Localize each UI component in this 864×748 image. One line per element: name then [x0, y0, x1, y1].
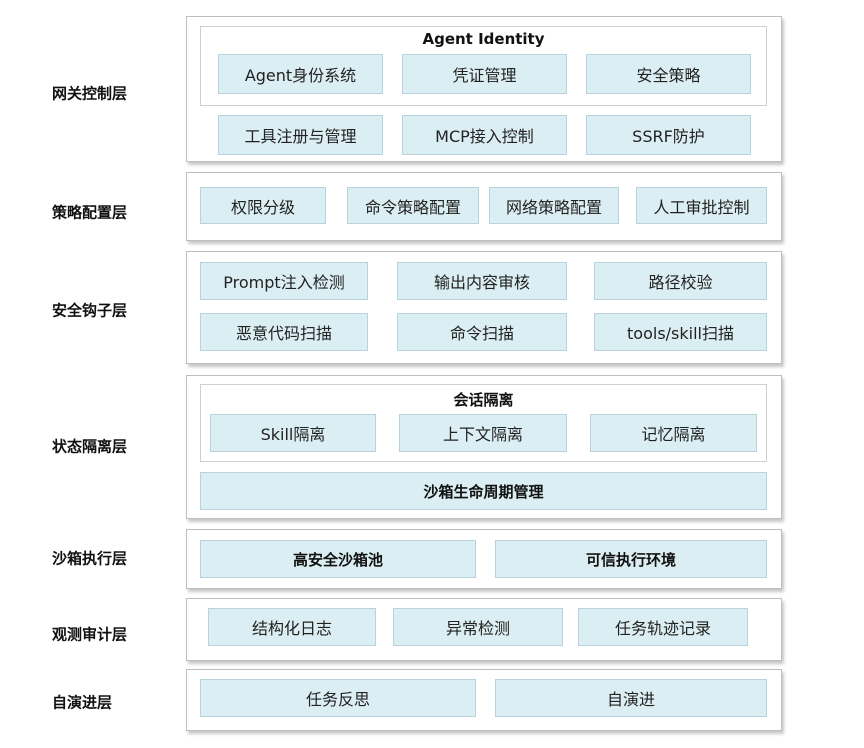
anomaly-detection-box[interactable]: 异常检测 [393, 608, 563, 646]
command-scan-box[interactable]: 命令扫描 [397, 313, 567, 351]
permission-level-box[interactable]: 权限分级 [200, 187, 326, 224]
prompt-injection-detect-box[interactable]: Prompt注入检测 [200, 262, 368, 300]
policy-layer-panel: 权限分级 命令策略配置 网络策略配置 人工审批控制 [186, 172, 782, 241]
layer-label-audit: 观测审计层 [52, 625, 128, 644]
layer-label-policy: 策略配置层 [52, 203, 128, 222]
task-reflection-box[interactable]: 任务反思 [200, 679, 476, 717]
task-trajectory-box[interactable]: 任务轨迹记录 [578, 608, 748, 646]
hook-layer-panel: Prompt注入检测 输出内容审核 路径校验 恶意代码扫描 命令扫描 tools… [186, 251, 782, 364]
session-isolation-title: 会话隔离 [453, 391, 514, 409]
layer-label-isolation: 状态隔离层 [52, 437, 128, 456]
high-security-sandbox-pool-box[interactable]: 高安全沙箱池 [200, 540, 476, 578]
structured-log-box[interactable]: 结构化日志 [208, 608, 376, 646]
layer-label-sandbox: 沙箱执行层 [52, 549, 128, 568]
path-validation-box[interactable]: 路径校验 [594, 262, 767, 300]
context-isolation-box[interactable]: 上下文隔离 [399, 414, 567, 452]
tool-registration-box[interactable]: 工具注册与管理 [218, 115, 383, 155]
mcp-access-control-box[interactable]: MCP接入控制 [402, 115, 567, 155]
tools-skill-scan-box[interactable]: tools/skill扫描 [594, 313, 767, 351]
isolation-layer-panel: 会话隔离 Skill隔离 上下文隔离 记忆隔离 沙箱生命周期管理 [186, 375, 782, 519]
layer-label-gateway: 网关控制层 [52, 84, 128, 103]
agent-identity-group: Agent Identity Agent身份系统 凭证管理 安全策略 [200, 26, 767, 106]
evolve-layer-panel: 任务反思 自演进 [186, 669, 782, 731]
memory-isolation-box[interactable]: 记忆隔离 [590, 414, 757, 452]
skill-isolation-box[interactable]: Skill隔离 [210, 414, 376, 452]
gateway-layer-panel: Agent Identity Agent身份系统 凭证管理 安全策略 工具注册与… [186, 16, 782, 162]
agent-identity-system-box[interactable]: Agent身份系统 [218, 54, 383, 94]
self-evolution-box[interactable]: 自演进 [495, 679, 767, 717]
network-policy-box[interactable]: 网络策略配置 [489, 187, 619, 224]
sandbox-lifecycle-box[interactable]: 沙箱生命周期管理 [200, 472, 767, 510]
security-policy-box[interactable]: 安全策略 [586, 54, 751, 94]
layer-label-hook: 安全钩子层 [52, 301, 128, 320]
agent-identity-title: Agent Identity [422, 30, 545, 48]
trusted-execution-env-box[interactable]: 可信执行环境 [495, 540, 767, 578]
command-policy-box[interactable]: 命令策略配置 [347, 187, 479, 224]
sandbox-layer-panel: 高安全沙箱池 可信执行环境 [186, 529, 782, 589]
malicious-code-scan-box[interactable]: 恶意代码扫描 [200, 313, 368, 351]
credential-management-box[interactable]: 凭证管理 [402, 54, 567, 94]
layer-label-evolve: 自演进层 [52, 693, 113, 712]
manual-approval-box[interactable]: 人工审批控制 [636, 187, 767, 224]
audit-layer-panel: 结构化日志 异常检测 任务轨迹记录 [186, 598, 782, 661]
output-content-review-box[interactable]: 输出内容审核 [397, 262, 567, 300]
session-isolation-group: 会话隔离 Skill隔离 上下文隔离 记忆隔离 [200, 384, 767, 462]
ssrf-protection-box[interactable]: SSRF防护 [586, 115, 751, 155]
